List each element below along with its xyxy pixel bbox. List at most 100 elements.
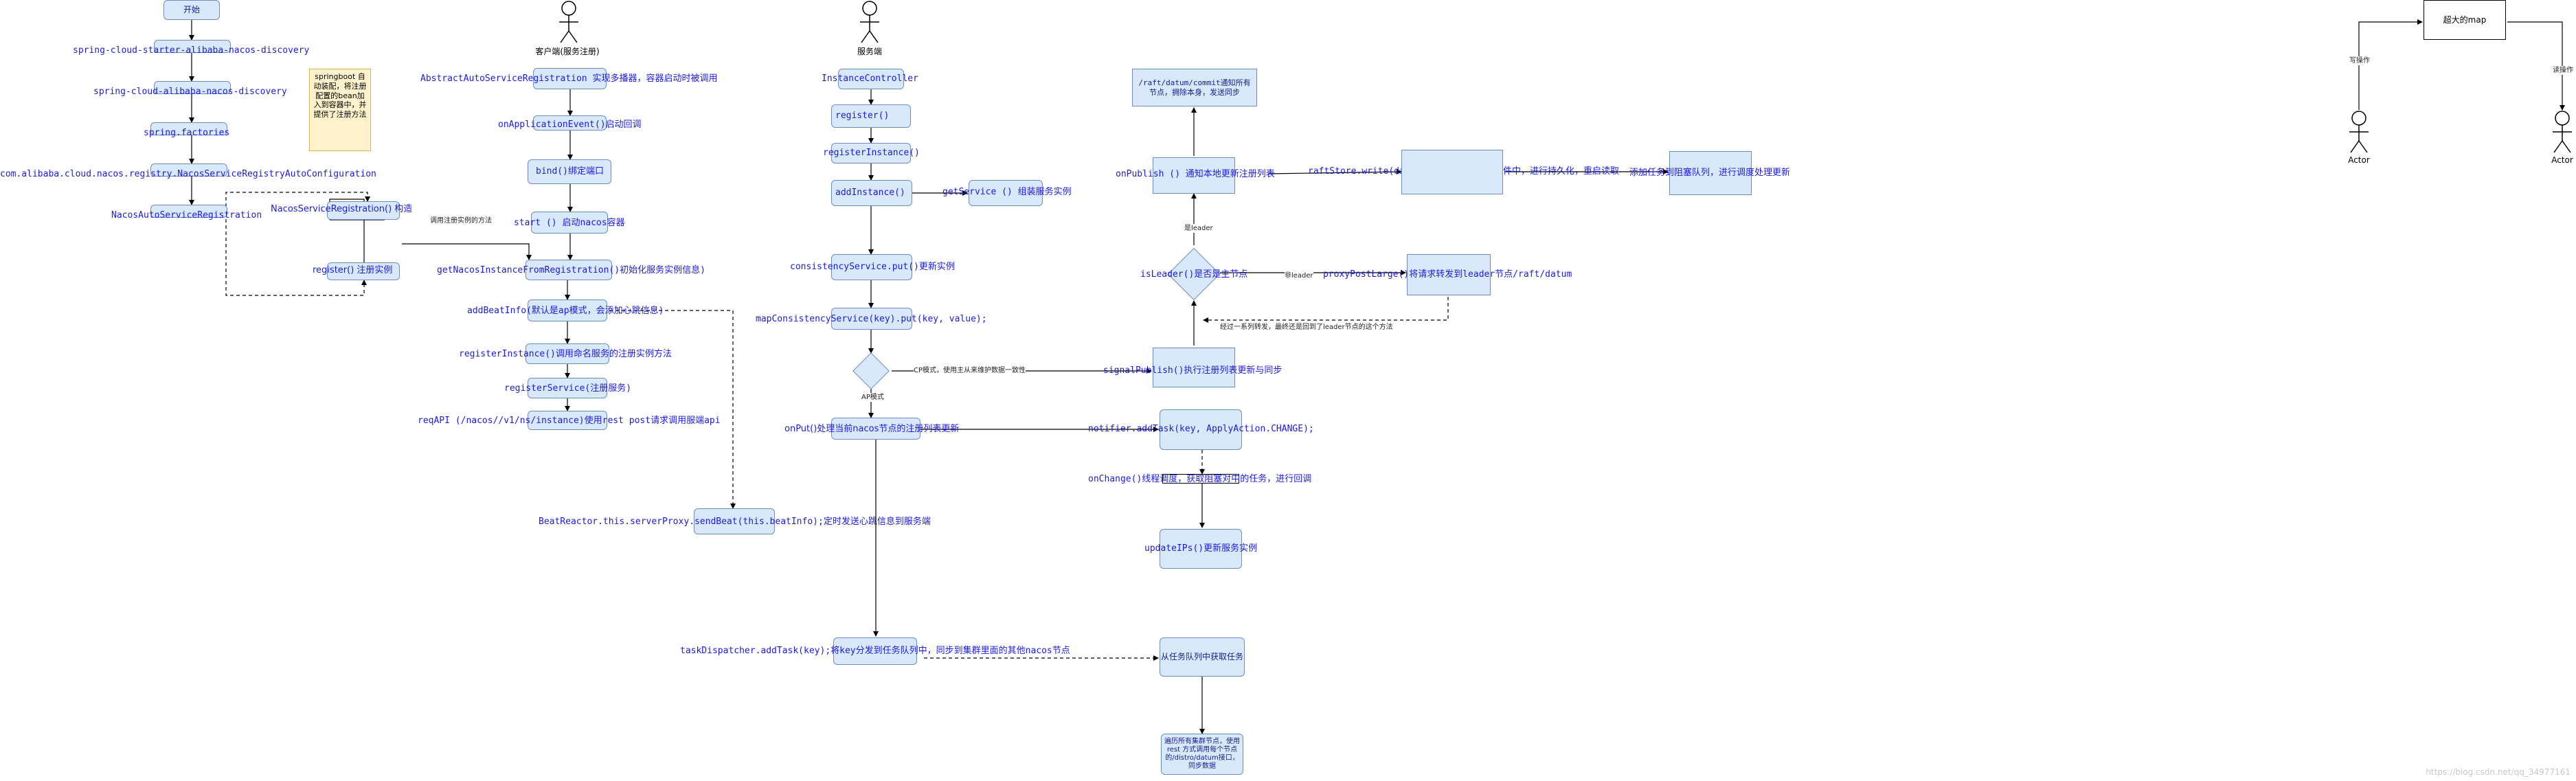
map-consistency-box — [831, 308, 912, 330]
get-task-label: 从任务队列中获取任务 — [1160, 652, 1243, 662]
edge-write-op — [2358, 19, 2423, 110]
start-node: 开始 — [163, 0, 220, 20]
server-register-instance-label: registerInstance() — [823, 148, 920, 158]
on-put-label: onPut()处理当前nacos节点的注册列表更新 — [784, 424, 960, 434]
on-application-event-label: onApplicationEvent()启动回调 — [498, 120, 642, 130]
edge-dashed-c6-c10 — [597, 310, 736, 509]
not-leader-label: 非leader — [1285, 271, 1313, 280]
on-publish-label: onPublish () 通知本地更新注册列表 — [1116, 169, 1275, 179]
starter-label: spring-cloud-starter-alibaba-nacos-disco… — [73, 45, 310, 56]
get-service-label: getService () 组装服务实例 — [942, 187, 1072, 197]
add-beat-info-label: addBeatInfo(默认是ap模式，会添加心跳信息) — [467, 306, 664, 316]
bind-box — [528, 159, 611, 184]
read-actor-icon — [2553, 111, 2572, 153]
signal-publish-label: signalPublish()执行注册列表更新与同步 — [1103, 365, 1283, 376]
edge-r2-r2b — [1267, 169, 1402, 175]
watermark: https://blog.csdn.net/qq_34977161 — [2426, 767, 2571, 777]
call-register-label: 调用注册实例的方法 — [430, 216, 492, 225]
on-application-event-box — [533, 115, 607, 131]
sync-cluster-box: 遍历所有集群节点，使用rest 方式调用每个节点的/distro/datum接口… — [1161, 734, 1243, 775]
big-map-label: 超大的map — [2443, 14, 2487, 25]
server-register-box — [831, 104, 911, 128]
update-ips-box — [1160, 529, 1242, 569]
get-instance-box — [526, 260, 612, 280]
proxy-post-label: proxyPostLarge()将请求转发到leader节点/raft/datu… — [1323, 269, 1572, 280]
register-service-box — [528, 378, 607, 398]
server-actor-icon — [860, 1, 879, 43]
server-actor-label: 服务端 — [857, 47, 882, 56]
auto-registration-label: NacosAutoServiceRegistration — [111, 210, 262, 220]
update-ips-label: updateIPs()更新服务实例 — [1144, 543, 1258, 554]
req-api-box — [528, 411, 607, 430]
big-map-box: 超大的map — [2424, 0, 2506, 40]
add-beat-info-box — [528, 299, 607, 321]
write-actor-icon — [2349, 111, 2369, 153]
is-leader-label: isLeader()是否是主节点 — [1140, 269, 1248, 280]
starter-box — [154, 40, 231, 53]
register-label: register() 注册实例 — [313, 265, 393, 275]
auto-registration-box — [150, 205, 227, 218]
task-dispatcher-box — [833, 637, 917, 665]
add-instance-box — [831, 180, 912, 206]
edge-dashed-n5-n7 — [225, 213, 367, 296]
register-box — [327, 262, 400, 280]
raft-store-box — [1401, 150, 1503, 194]
sync-cluster-label: 遍历所有集群节点，使用rest 方式调用每个节点的/distro/datum接口… — [1164, 738, 1240, 770]
on-publish-box — [1153, 157, 1235, 194]
instance-controller-box — [838, 69, 904, 89]
service-registration-label: NacosServiceRegistration() 构造 — [271, 204, 413, 214]
get-service-box — [969, 180, 1043, 206]
abstract-registration-label: AbstractAutoServiceRegistration 实现多播器，容器… — [420, 73, 718, 84]
server-register-label: register() — [835, 111, 890, 121]
bind-label: bind()绑定端口 — [536, 166, 604, 177]
ap-mode-label: AP模式 — [861, 393, 884, 402]
springboot-note: springboot 自动装配，将注册配置的bean加入到容器中，并提供了注册方… — [309, 69, 371, 151]
read-op-label: 读操作 — [2553, 66, 2573, 75]
send-beat-box — [694, 508, 775, 534]
raft-commit-label: /raft/datum/commit通知所有节点，拥除本身，发送同步 — [1138, 78, 1251, 97]
factories-label: spring.factories — [144, 128, 230, 138]
server-register-instance-box — [831, 143, 911, 163]
instance-controller-label: InstanceController — [822, 73, 918, 84]
proxy-post-box — [1407, 254, 1491, 295]
get-task-box: 从任务队列中获取任务 — [1160, 637, 1245, 677]
send-beat-label: BeatReactor.this.serverProxy.sendBeat(th… — [539, 517, 931, 527]
get-instance-label: getNacosInstanceFromRegistration()初始化服务实… — [437, 265, 705, 275]
start-label: 开始 — [183, 5, 200, 15]
raft-commit-box: /raft/datum/commit通知所有节点，拥除本身，发送同步 — [1132, 69, 1257, 106]
is-leader-yes-label: 是leader — [1184, 224, 1213, 233]
client-actor-icon — [559, 1, 578, 43]
abstract-registration-box — [533, 68, 607, 89]
req-api-label: reqAPI (/nacos//v1/ns/instance)使用rest po… — [418, 416, 721, 426]
autoconfig-box — [150, 163, 227, 177]
service-registration-box — [327, 201, 400, 220]
write-op-label: 写操作 — [2349, 56, 2370, 65]
factories-box — [150, 122, 227, 135]
register-instance-client-label: registerInstance()调用命名服务的注册实例方法 — [459, 349, 672, 359]
autoconfig-label: com.alibaba.cloud.nacos.registry.NacosSe… — [0, 169, 376, 179]
blocking-queue-label: 添加任务到阻塞队列，进行调度处理更新 — [1629, 168, 1791, 178]
cp-mode-label: CP模式，使用主从来维护数据一致性 — [914, 366, 1026, 375]
map-consistency-label: mapConsistencyService(key).put(key, valu… — [756, 314, 987, 324]
start-container-label: start () 启动nacos容器 — [514, 218, 625, 228]
task-dispatcher-label: taskDispatcher.addTask(key);将key分发到任务队列中… — [680, 646, 1070, 656]
on-change-box — [1162, 474, 1239, 484]
edge-n6-n7 — [361, 219, 385, 271]
register-service-label: registerService(注册服务) — [504, 383, 632, 394]
blocking-queue-box — [1669, 151, 1752, 195]
register-instance-client-box — [526, 343, 609, 364]
add-instance-label: addInstance() — [835, 188, 905, 198]
consistency-put-box — [831, 254, 912, 280]
edge-read-op — [2507, 21, 2565, 111]
notifier-add-task-box — [1160, 409, 1242, 450]
on-put-box — [831, 418, 920, 440]
read-actor-label: Actor — [2551, 155, 2573, 165]
start-container-box — [531, 212, 608, 234]
edge-n7-c5 — [402, 243, 532, 260]
client-actor-label: 客户端(服务注册) — [535, 47, 600, 56]
edge-dashed-r5-back — [1203, 297, 1449, 323]
proxy-back-label: 经过一系列转发，最终还是回到了leader节点的这个方法 — [1220, 323, 1393, 332]
discovery-box — [154, 81, 231, 94]
write-actor-label: Actor — [2348, 155, 2370, 165]
